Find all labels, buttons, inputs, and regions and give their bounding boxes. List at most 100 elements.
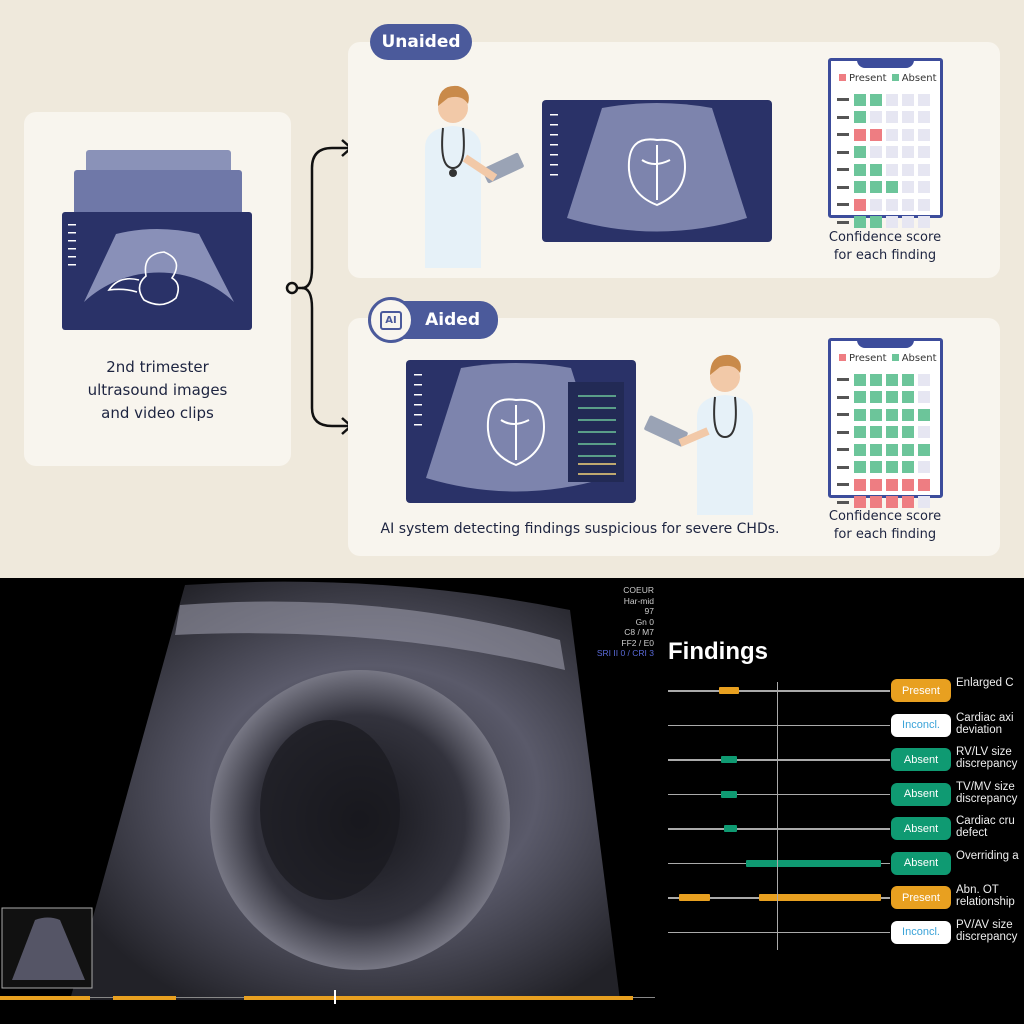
- present-cell: [854, 496, 866, 509]
- empty-cell: [886, 111, 898, 124]
- absent-cell: [854, 461, 866, 474]
- absent-cell: [870, 216, 882, 229]
- empty-cell: [918, 111, 930, 124]
- score-row: [837, 476, 934, 494]
- empty-cell: [886, 216, 898, 229]
- unaided-score-grid: [837, 91, 934, 231]
- absent-cell: [870, 408, 882, 421]
- score-row: [837, 109, 934, 127]
- absent-cell: [854, 146, 866, 159]
- aided-heart-screen: [406, 360, 636, 503]
- empty-cell: [902, 216, 914, 229]
- finding-track: [668, 724, 890, 726]
- empty-cell: [886, 93, 898, 106]
- score-row: [837, 371, 934, 389]
- empty-cell: [870, 111, 882, 124]
- finding-confidence-segment: [719, 687, 740, 694]
- absent-cell: [886, 461, 898, 474]
- empty-cell: [902, 93, 914, 106]
- row-dash: [837, 395, 849, 399]
- finding-status-badge: Inconcl.: [891, 713, 951, 737]
- empty-cell: [870, 146, 882, 159]
- empty-cell: [918, 426, 930, 439]
- present-cell: [886, 496, 898, 509]
- finding-confidence-segment: [721, 790, 737, 798]
- absent-cell: [854, 111, 866, 124]
- finding-status-badge: Absent: [891, 782, 951, 806]
- score-row: [837, 406, 934, 424]
- absent-cell: [854, 443, 866, 456]
- unaided-heart-screen: [542, 100, 772, 242]
- readout-line: Har-mid: [623, 595, 654, 606]
- findings-title: Findings: [668, 638, 768, 665]
- absent-cell: [902, 408, 914, 421]
- absent-cell: [854, 373, 866, 386]
- empty-cell: [886, 146, 898, 159]
- score-row: [837, 126, 934, 144]
- finding-track: [668, 931, 890, 933]
- absent-cell: [886, 408, 898, 421]
- aided-score-clipboard: Present Absent: [828, 338, 943, 509]
- empty-cell: [918, 373, 930, 386]
- row-dash: [837, 448, 849, 452]
- absent-cell: [854, 408, 866, 421]
- finding-status-badge: Present: [891, 886, 951, 909]
- finding-row: Present Enlarged C: [668, 676, 1024, 706]
- finding-label: Enlarged C: [956, 677, 1014, 689]
- absent-cell: [870, 443, 882, 456]
- row-dash: [837, 185, 849, 189]
- row-dash: [837, 115, 849, 119]
- timeline-scrubber[interactable]: [0, 990, 655, 1004]
- absent-cell: [870, 93, 882, 106]
- score-row: [837, 91, 934, 109]
- absent-cell: [854, 181, 866, 194]
- empty-cell: [870, 198, 882, 211]
- finding-track: [668, 828, 890, 830]
- finding-label: Cardiac axi deviation: [956, 711, 1014, 736]
- timeline-segment: [113, 996, 176, 1000]
- absent-cell: [870, 391, 882, 404]
- row-dash: [837, 483, 849, 487]
- empty-cell: [902, 146, 914, 159]
- score-row: [837, 196, 934, 214]
- present-cell: [870, 128, 882, 141]
- empty-cell: [886, 163, 898, 176]
- absent-cell: [902, 426, 914, 439]
- score-row: [837, 441, 934, 459]
- present-cell: [854, 198, 866, 211]
- row-dash: [837, 378, 849, 382]
- finding-status-badge: Present: [891, 679, 951, 702]
- finding-label: PV/AV size discrepancy: [956, 918, 1018, 943]
- absent-cell: [902, 461, 914, 474]
- empty-cell: [918, 496, 930, 509]
- ai-chip-icon: AI: [368, 297, 414, 343]
- readout-line: 97: [644, 606, 654, 616]
- empty-cell: [886, 128, 898, 141]
- timeline-marker[interactable]: [334, 990, 337, 1004]
- empty-cell: [902, 128, 914, 141]
- workflow-diagram: 2nd trimester ultrasound images and vide…: [0, 0, 1024, 578]
- legend-present: Present: [849, 353, 887, 364]
- absent-cell: [870, 181, 882, 194]
- unaided-pill: Unaided: [370, 24, 472, 60]
- present-cell: [870, 496, 882, 509]
- empty-cell: [918, 163, 930, 176]
- absent-cell: [870, 426, 882, 439]
- input-caption: 2nd trimester ultrasound images and vide…: [87, 358, 228, 422]
- finding-track: [668, 690, 890, 692]
- ultrasound-stack-icon: [62, 150, 252, 330]
- readout-line: Gn 0: [635, 616, 654, 627]
- finding-label: Overriding a: [956, 849, 1019, 862]
- absent-cell: [870, 461, 882, 474]
- legend-present: Present: [849, 73, 887, 84]
- empty-cell: [918, 461, 930, 474]
- score-row: [837, 494, 934, 512]
- absent-cell: [854, 216, 866, 229]
- present-cell: [902, 478, 914, 491]
- finding-row: Inconcl.Cardiac axi deviation: [668, 711, 1024, 741]
